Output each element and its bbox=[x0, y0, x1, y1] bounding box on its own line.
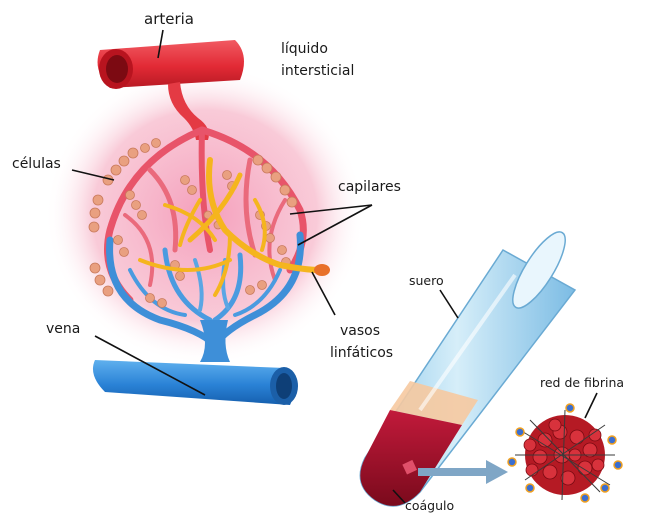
label-liquido: líquido bbox=[281, 40, 328, 58]
label-suero: suero bbox=[409, 273, 444, 288]
label-capilares: capilares bbox=[338, 178, 401, 196]
label-vasos: vasos bbox=[340, 322, 380, 340]
label-celulas: células bbox=[12, 155, 61, 173]
label-coagulo: coágulo bbox=[405, 498, 454, 513]
label-intersticial: intersticial bbox=[281, 62, 354, 80]
label-arteria: arteria bbox=[144, 10, 194, 29]
label-linfaticos: linfáticos bbox=[330, 344, 393, 362]
fibrin-network bbox=[508, 404, 622, 502]
label-red-fibrina: red de fibrina bbox=[540, 375, 624, 390]
lymph-vessel-end bbox=[314, 264, 330, 276]
label-vena: vena bbox=[46, 320, 80, 338]
